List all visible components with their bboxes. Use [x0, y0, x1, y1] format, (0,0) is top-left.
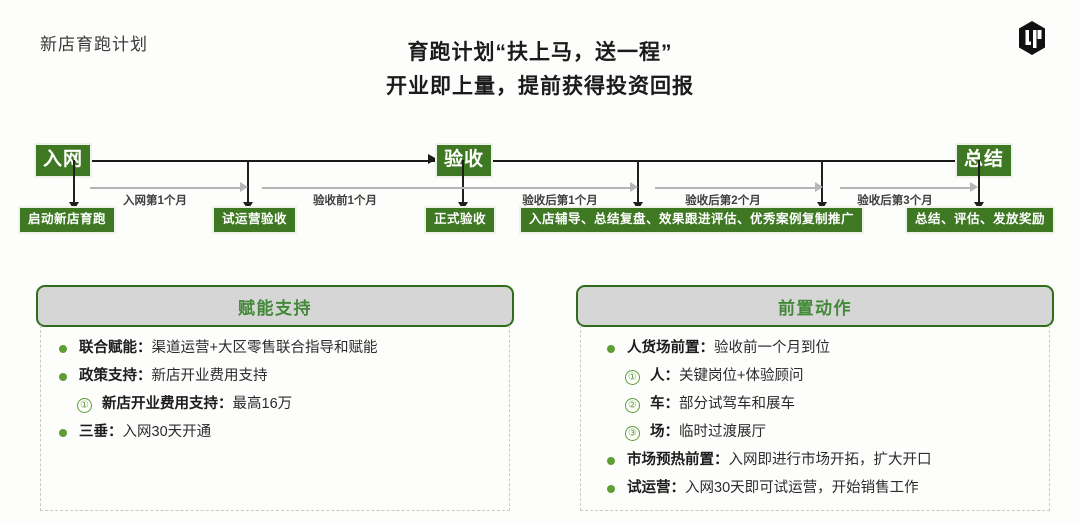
list-item-text: 政策支持：新店开业费用支持	[79, 368, 268, 384]
bullet-dot-icon	[59, 429, 67, 437]
timeline-track-1	[262, 187, 630, 189]
card-header: 赋能支持	[36, 285, 514, 327]
bullet-dot-icon	[607, 485, 615, 493]
list-item: 三垂：入网30天开通	[51, 423, 499, 442]
list-item-text: 联合赋能：渠道运营+大区零售联合指导和赋能	[79, 340, 378, 356]
list-item-text: 试运营：入网30天即可试运营，开始销售工作	[627, 480, 919, 496]
list-item-text: 车：部分试驾车和展车	[650, 396, 795, 412]
list-item-text: 人：关键岗位+体验顾问	[650, 368, 804, 384]
card-enablement-support: 赋能支持 联合赋能：渠道运营+大区零售联合指导和赋能政策支持：新店开业费用支持 ①…	[36, 285, 514, 515]
bullet-dot-icon	[607, 457, 615, 465]
timeline-track-arrow-3	[970, 182, 978, 192]
list-item-text: 市场预热前置：入网即进行市场开拓，扩大开口	[627, 452, 932, 468]
hexagon-logo-icon	[1012, 18, 1052, 58]
timeline-track-arrow-1	[630, 182, 638, 192]
timeline-drop-line-5	[978, 160, 980, 206]
title-line-1: 育跑计划“扶上马，送一程”	[407, 41, 673, 64]
list-item-text: 三垂：入网30天开通	[79, 424, 212, 440]
timeline-axis-arrow	[428, 154, 437, 164]
timeline-task-3[interactable]: 入店辅导、总结复盘、效果跟进评估、优秀案例复制推广	[519, 206, 865, 234]
bullet-dot-icon	[607, 345, 615, 353]
timeline-segment-label-3: 验收后第2个月	[685, 195, 761, 207]
card-preparation-actions: 前置动作 人货场前置：验收前一个月到位 ① 人：关键岗位+体验顾问 ② 车：部分试驾车和…	[576, 285, 1054, 515]
card-body: 人货场前置：验收前一个月到位 ① 人：关键岗位+体验顾问 ② 车：部分试驾车和展车 ③ 场：…	[580, 325, 1050, 511]
timeline-axis	[62, 160, 1004, 162]
list-item: ③ 场：临时过渡展厅	[599, 423, 1039, 442]
page-title: 育跑计划“扶上马，送一程” 开业即上量，提前获得投资回报	[0, 36, 1080, 104]
list-item: 市场预热前置：入网即进行市场开拓，扩大开口	[599, 451, 1039, 470]
timeline-drop-line-2	[462, 160, 464, 206]
timeline-drop-line-0	[73, 160, 75, 206]
ordinal-marker-icon: ①	[625, 370, 640, 385]
title-line-2: 开业即上量，提前获得投资回报	[386, 75, 694, 98]
ordinal-marker-icon: ②	[625, 398, 640, 413]
ordinal-marker-icon: ③	[625, 426, 640, 441]
ordinal-marker-icon: ①	[77, 398, 92, 413]
list-item: 人货场前置：验收前一个月到位	[599, 339, 1039, 358]
timeline-track-arrow-2	[815, 182, 823, 192]
list-item: 试运营：入网30天即可试运营，开始销售工作	[599, 479, 1039, 498]
timeline-task-0[interactable]: 启动新店育跑	[18, 206, 117, 234]
list-item-text: 人货场前置：验收前一个月到位	[627, 340, 830, 356]
timeline-track-3	[840, 187, 970, 189]
list-item: ① 人：关键岗位+体验顾问	[599, 367, 1039, 386]
card-body: 联合赋能：渠道运营+大区零售联合指导和赋能政策支持：新店开业费用支持 ① 新店开业费…	[40, 325, 510, 511]
card-header: 前置动作	[576, 285, 1054, 327]
list-item-text: 场：临时过渡展厅	[650, 424, 766, 440]
list-item-text: 新店开业费用支持：最高16万	[102, 396, 293, 412]
list-item: 政策支持：新店开业费用支持	[51, 367, 499, 386]
card-title: 前置动作	[778, 298, 852, 318]
timeline-task-4[interactable]: 总结、评估、发放奖励	[905, 206, 1056, 234]
timeline-task-1[interactable]: 试运营验收	[212, 206, 298, 234]
timeline-track-0	[90, 187, 240, 189]
list-item: 联合赋能：渠道运营+大区零售联合指导和赋能	[51, 339, 499, 358]
card-title: 赋能支持	[238, 298, 312, 318]
timeline-node-2[interactable]: 总结	[955, 143, 1014, 178]
timeline-diagram: 入网 验收 总结入网第1个月 验收前1个月 验收后第1个月 验收后第2个月 验收后第3个月启…	[0, 130, 1080, 240]
timeline-track-arrow-0	[240, 182, 248, 192]
timeline-task-2[interactable]: 正式验收	[424, 206, 497, 234]
list-item: ① 新店开业费用支持：最高16万	[51, 395, 499, 414]
bullet-dot-icon	[59, 373, 67, 381]
timeline-segment-label-0: 入网第1个月	[123, 195, 187, 207]
deck-section-label: 新店育跑计划	[40, 35, 148, 54]
timeline-node-1[interactable]: 验收	[435, 143, 494, 178]
list-item: ② 车：部分试驾车和展车	[599, 395, 1039, 414]
timeline-segment-label-4: 验收后第3个月	[857, 195, 933, 207]
timeline-track-2	[655, 187, 815, 189]
timeline-segment-label-2: 验收后第1个月	[522, 195, 598, 207]
timeline-node-0[interactable]: 入网	[34, 143, 93, 178]
bullet-dot-icon	[59, 345, 67, 353]
timeline-segment-label-1: 验收前1个月	[313, 195, 377, 207]
